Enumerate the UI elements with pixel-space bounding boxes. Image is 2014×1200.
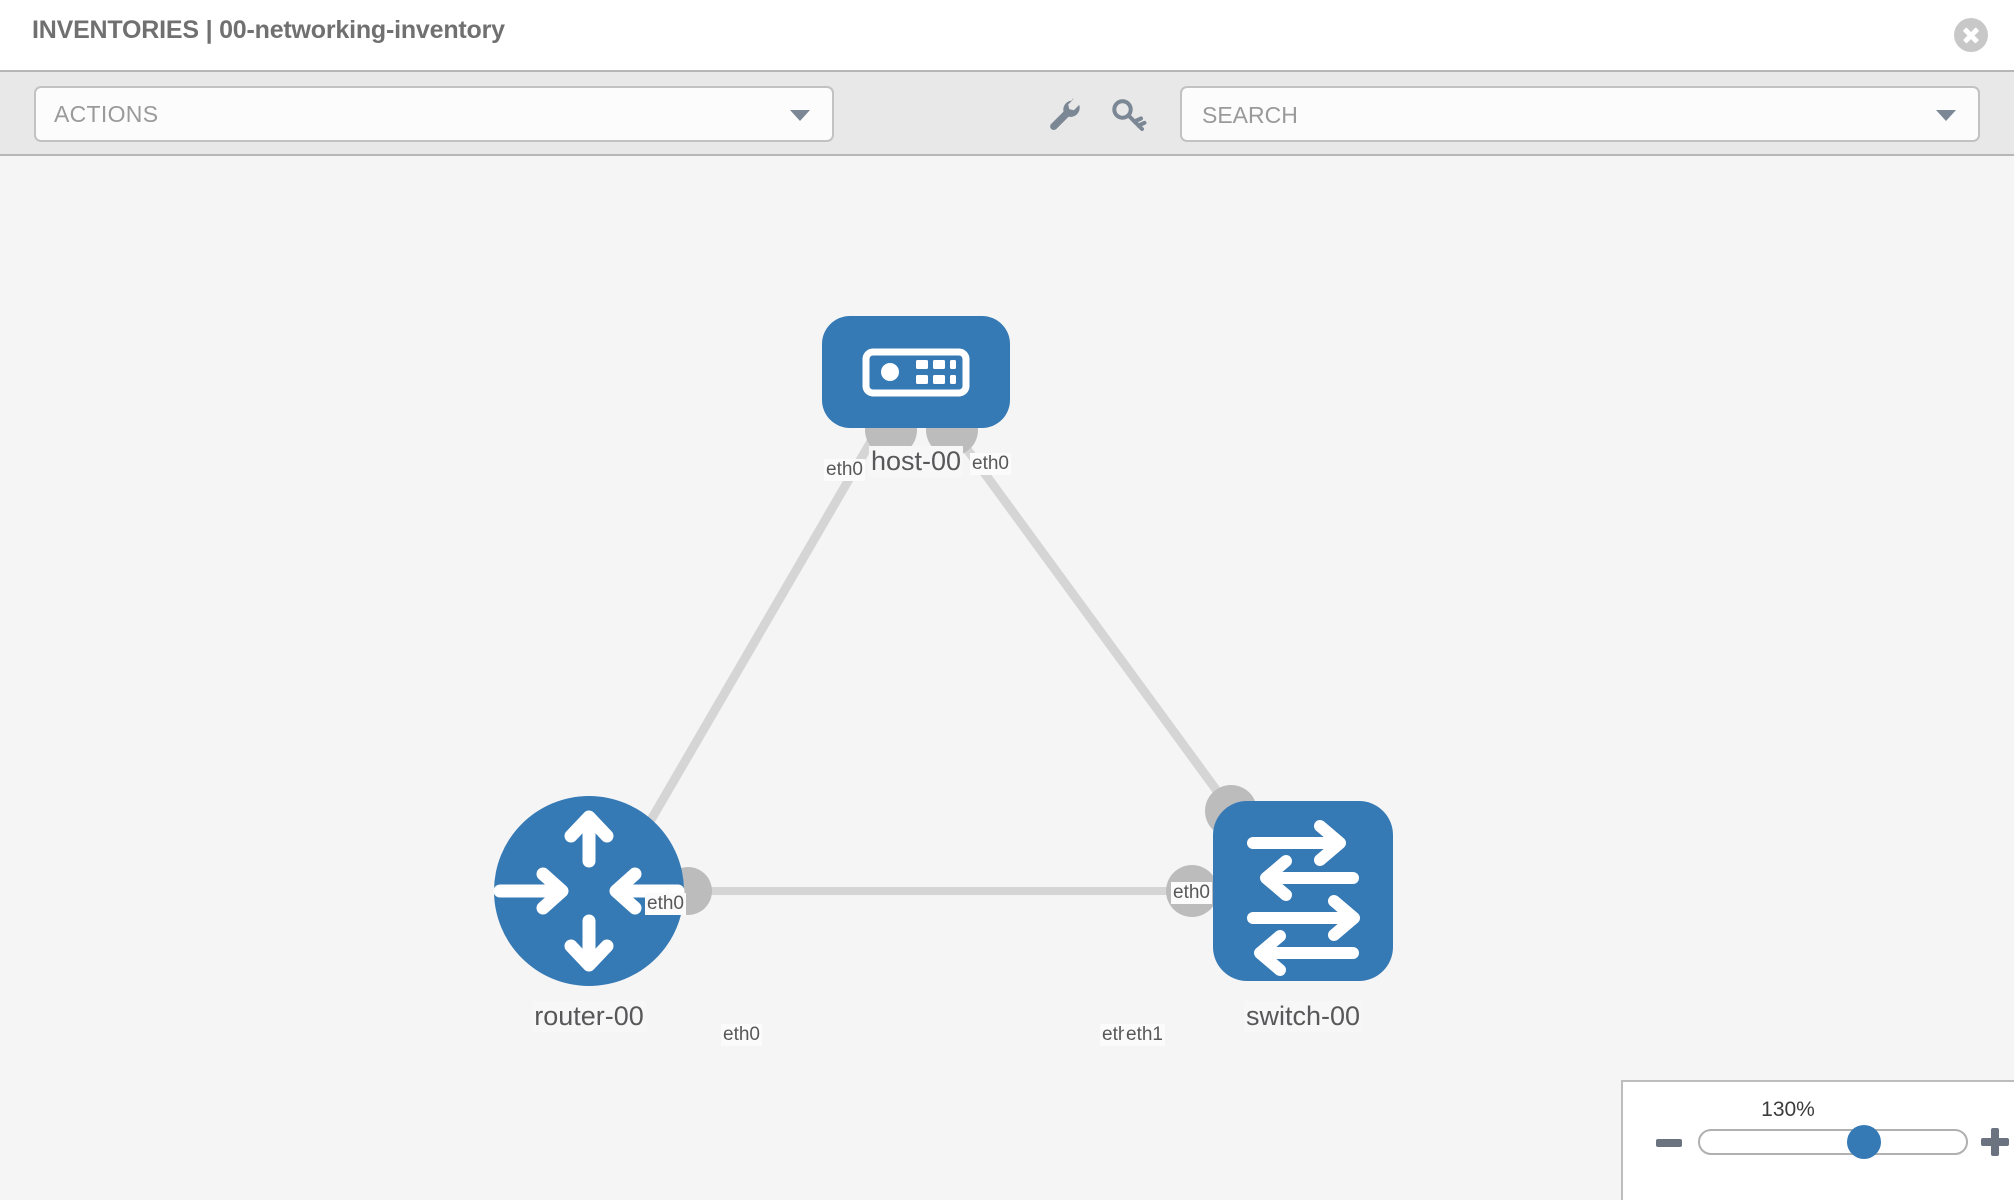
link-host-router (626, 423, 884, 859)
page-title: INVENTORIES | 00-networking-inventory (32, 16, 505, 44)
app-header: INVENTORIES | 00-networking-inventory (0, 0, 2014, 70)
edge-label-switch-to-router: eth1 (1124, 1024, 1165, 1046)
plus-icon-stroke (1991, 1128, 1999, 1156)
zoom-widget: 130% (1621, 1080, 2014, 1200)
node-switch-00 (1213, 801, 1393, 981)
edge-label-router-to-switch: eth0 (721, 1024, 762, 1046)
edge-label-host-to-switch: eth0 (970, 453, 1011, 475)
node-router-00 (493, 796, 685, 986)
edge-label-host-to-router: eth0 (824, 459, 865, 481)
chevron-down-icon (790, 110, 810, 121)
minus-icon[interactable] (1656, 1139, 1682, 1147)
topology-graph (493, 316, 1393, 986)
zoom-level-label: 130% (1761, 1098, 1815, 1121)
close-icon[interactable] (1954, 18, 1988, 52)
node-label-switch-00: switch-00 (1243, 1001, 1363, 1032)
wrench-icon[interactable] (1041, 94, 1083, 136)
edge-label-switch-to-host: eth0 (1171, 882, 1212, 904)
topology-canvas[interactable]: host-00 router-00 switch-00 eth0 eth0 et… (0, 156, 2014, 1200)
chevron-down-icon[interactable] (1936, 110, 1956, 121)
toolbar: ACTIONS (0, 70, 2014, 156)
zoom-slider[interactable] (1698, 1129, 1968, 1155)
node-host-00 (822, 316, 1010, 428)
search-box[interactable] (1180, 86, 1980, 142)
link-host-switch (946, 423, 1254, 839)
actions-dropdown-label: ACTIONS (54, 101, 159, 127)
actions-dropdown[interactable]: ACTIONS (34, 86, 834, 142)
node-label-host-00: host-00 (868, 446, 964, 477)
node-label-router-00: router-00 (532, 1001, 646, 1032)
plus-icon[interactable] (1981, 1128, 2009, 1156)
edge-label-router-to-host: eth0 (645, 893, 686, 915)
key-icon[interactable] (1108, 94, 1150, 136)
search-input[interactable] (1200, 88, 1904, 142)
zoom-slider-handle[interactable] (1847, 1125, 1881, 1159)
